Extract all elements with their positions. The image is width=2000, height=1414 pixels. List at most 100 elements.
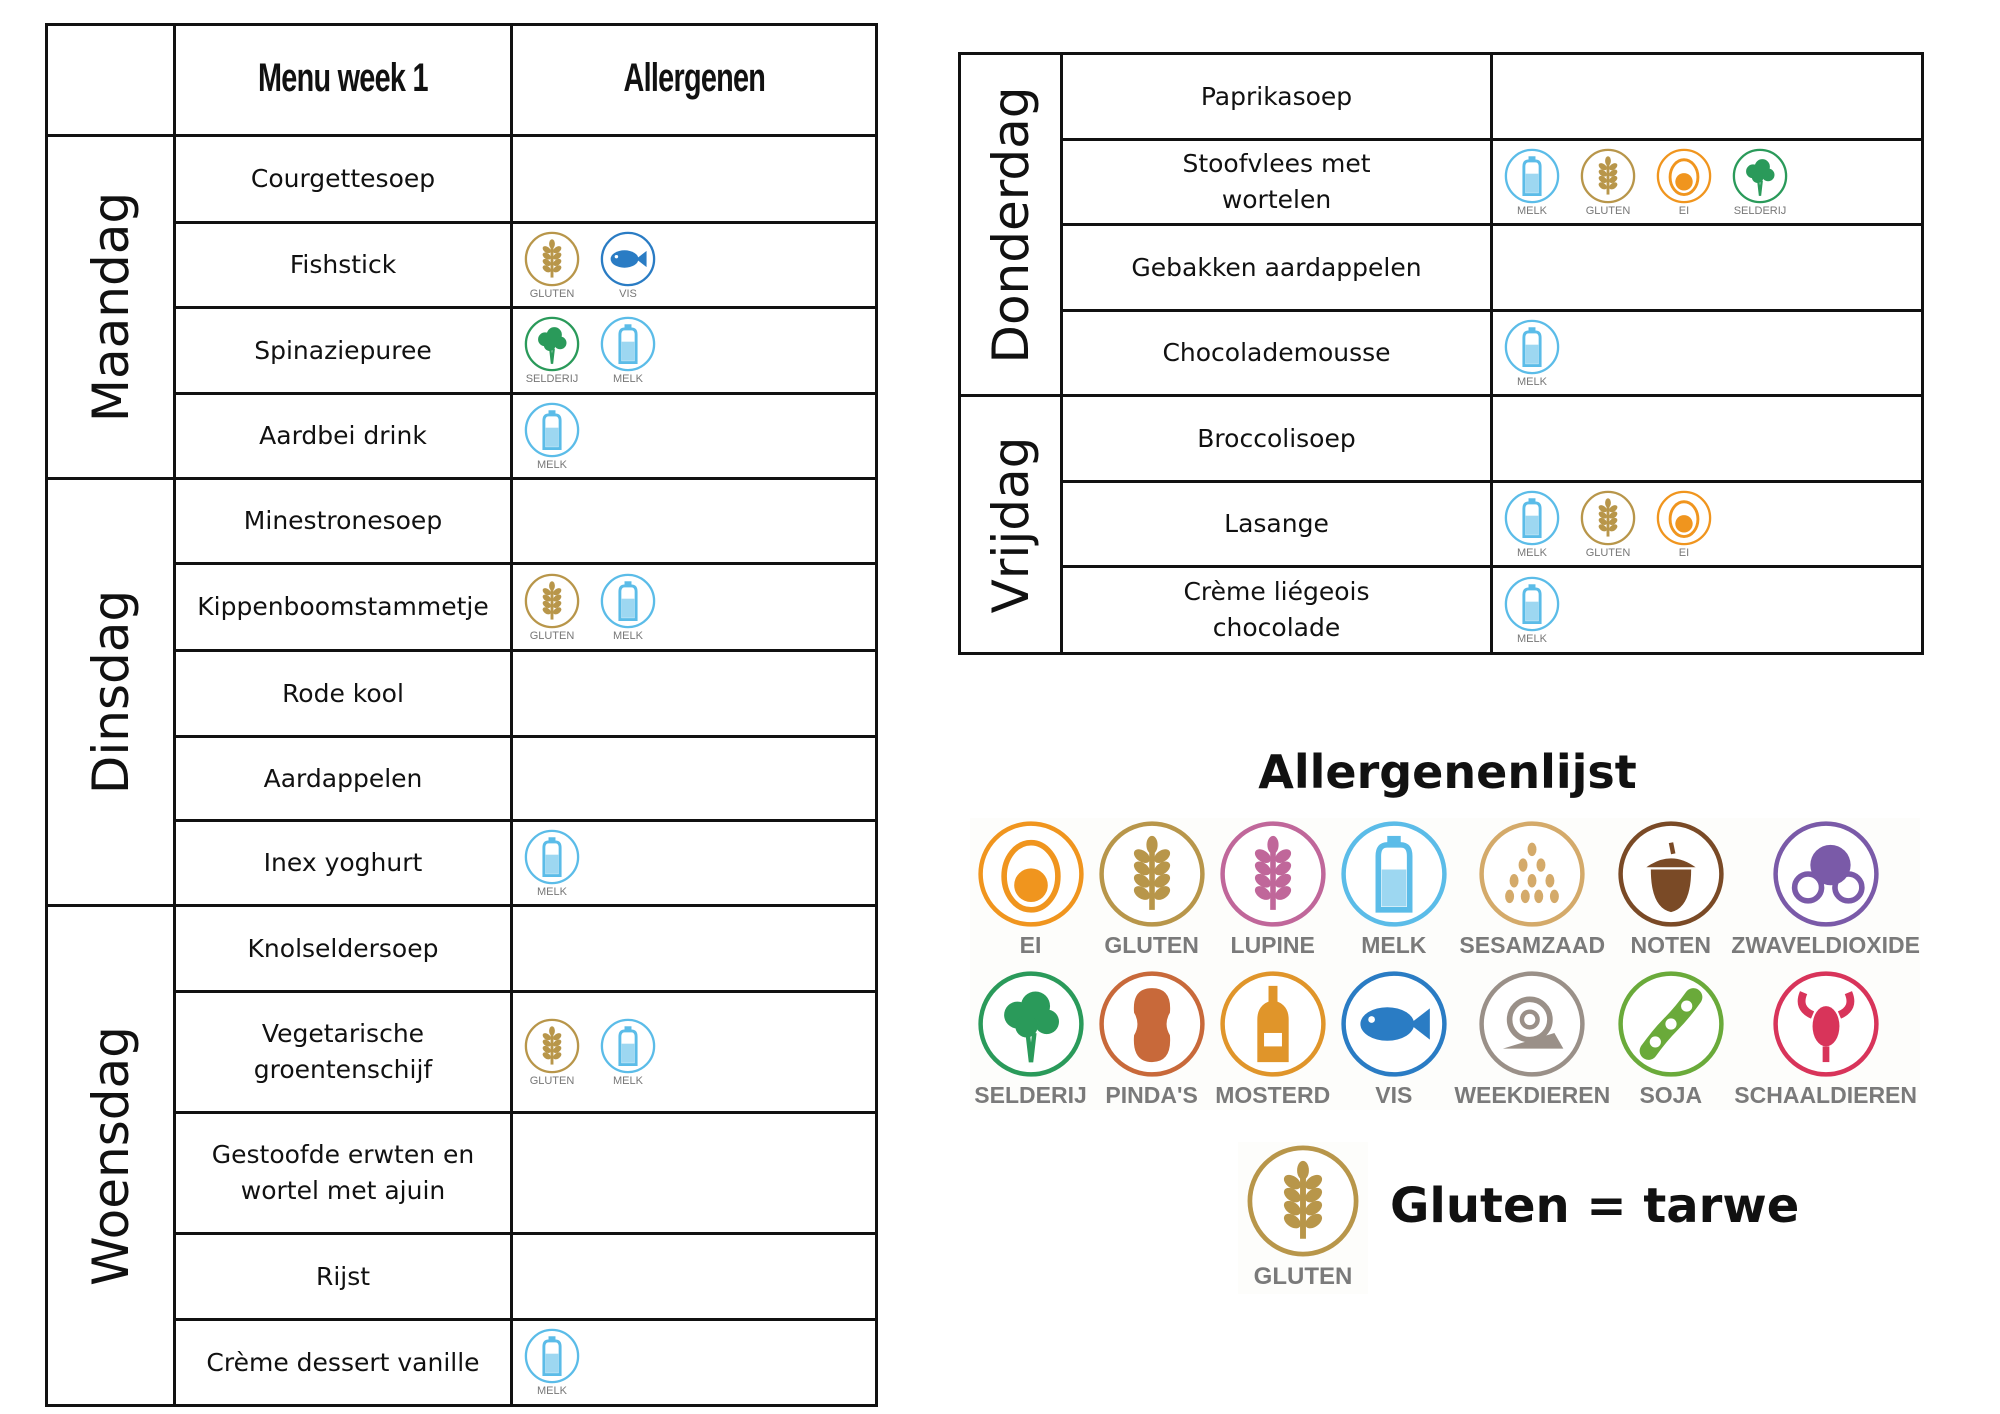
zwaveldioxide-icon: ZWAVELDIOXIDE [1731, 818, 1920, 960]
table-row: Gebakken aardappelen [960, 223, 1924, 312]
allergen-label: MELK [537, 1385, 567, 1397]
day-label: Donderdag [981, 85, 1040, 364]
gluten-icon: GLUTEN [521, 1017, 583, 1088]
weekdieren-icon: WEEKDIEREN [1454, 968, 1610, 1110]
dish-name: Chocolademousse [1162, 338, 1391, 367]
day-cell-donderdag: Donderdag [958, 52, 1063, 397]
gluten-icon: GLUTEN [1577, 147, 1639, 218]
table-row: Gestoofde erwten en wortel met ajuin [47, 1111, 878, 1235]
allergen-cell [1490, 52, 1924, 141]
dish-cell: Aardbei drink [173, 392, 513, 480]
dish-cell: Broccolisoep [1060, 394, 1493, 483]
empty-header-cell [45, 23, 176, 137]
dish-cell: Vegetarische groentenschijf [173, 990, 513, 1114]
allergen-label: GLUTEN [529, 287, 575, 300]
allergen-icons: MELK [1493, 575, 1921, 646]
allergen-label: GLUTEN [1253, 1263, 1353, 1290]
dish-cell: Crème liégeois chocolade [1060, 565, 1493, 655]
melk-icon: MELK [597, 315, 659, 386]
allergen-label: SESAMZAAD [1459, 932, 1606, 958]
allergen-label: SELDERIJ [1733, 204, 1787, 217]
allergen-label: GLUTEN [529, 629, 575, 642]
dish-name: Rode kool [282, 678, 404, 708]
allergen-label: GLUTEN [1585, 204, 1631, 217]
dish-cell: Chocolademousse [1060, 309, 1493, 397]
melk-icon: MELK [1501, 575, 1563, 646]
selderij-icon: SELDERIJ [970, 968, 1091, 1110]
melk-icon: MELK [597, 1017, 659, 1088]
dish-name: Gebakken aardappelen [1131, 252, 1422, 282]
schaaldieren-icon: SCHAALDIEREN [1731, 968, 1920, 1110]
dish-name: Aardappelen [263, 763, 423, 793]
melk-icon: MELK [1501, 489, 1563, 560]
allergen-label: ZWAVELDIOXIDE [1731, 932, 1920, 958]
allergen-cell: MELK GLUTEN EI SELDERIJ [1490, 138, 1924, 226]
allergen-label: PINDA'S [1105, 1082, 1198, 1108]
day-cell-woensdag: Woensdag [45, 904, 176, 1407]
allergen-label: MELK [537, 885, 567, 898]
day-label: Maandag [81, 191, 140, 423]
noten-icon: NOTEN [1610, 818, 1731, 960]
dish-name: Kippenboomstammetje [197, 592, 489, 621]
allergen-label: GLUTEN [1585, 546, 1631, 559]
allergen-label: MELK [1517, 546, 1547, 559]
dish-name: Stoofvlees met wortelen [1182, 149, 1371, 214]
allergen-cell [510, 1232, 878, 1321]
allergen-label: SCHAALDIEREN [1734, 1082, 1918, 1108]
allergen-label: EI [1019, 932, 1042, 958]
allergen-cell [510, 649, 878, 738]
dish-cell: Gestoofde erwten en wortel met ajuin [173, 1111, 513, 1235]
dish-name: Inex yoghurt [263, 848, 423, 877]
allergen-label: MELK [1517, 375, 1547, 388]
selderij-icon: SELDERIJ [521, 315, 583, 386]
menu-title: Menu week 1 [258, 55, 428, 100]
dish-name: Spinaziepuree [254, 335, 432, 365]
gluten-icon: GLUTEN [521, 572, 583, 643]
dish-cell: Rode kool [173, 649, 513, 738]
vis-icon: VIS [597, 230, 659, 301]
allergen-cell [1490, 394, 1924, 483]
allergen-label: VIS [1375, 1082, 1413, 1108]
dish-cell: Spinaziepuree [173, 306, 513, 395]
allergen-cell: GLUTEN VIS [510, 221, 878, 309]
table-row: Stoofvlees met wortelen MELK GLUTEN EI SELDE… [960, 138, 1924, 226]
dish-name: Rijst [315, 1261, 371, 1291]
gluten-icon: GLUTEN [1577, 489, 1639, 560]
allergen-cell: MELK [1490, 309, 1924, 397]
allergen-label: WEEKDIEREN [1454, 1082, 1611, 1108]
allergen-label: NOTEN [1630, 932, 1712, 958]
allergen-label: GLUTEN [1104, 932, 1199, 958]
pindas-icon: PINDA'S [1091, 968, 1212, 1110]
allergen-label: EI [1678, 204, 1690, 217]
gluten-icon: GLUTEN [1091, 818, 1212, 960]
melk-icon: MELK [521, 401, 583, 472]
allergen-icons: MELK [513, 828, 875, 899]
day-label: Vrijdag [981, 436, 1040, 613]
table-row: Vrijdag Broccolisoep [958, 394, 1924, 655]
allergen-label: SELDERIJ [974, 1082, 1087, 1108]
allergen-cell [1490, 223, 1924, 312]
melk-icon: MELK [1501, 147, 1563, 218]
vis-icon: VIS [1333, 968, 1454, 1110]
soja-icon: SOJA [1610, 968, 1731, 1110]
melk-icon: MELK [1333, 818, 1454, 960]
gluten-note: Gluten = tarwe [1390, 1178, 1800, 1234]
allergen-icons: MELK GLUTEN EI SELDERIJ [1493, 147, 1921, 218]
